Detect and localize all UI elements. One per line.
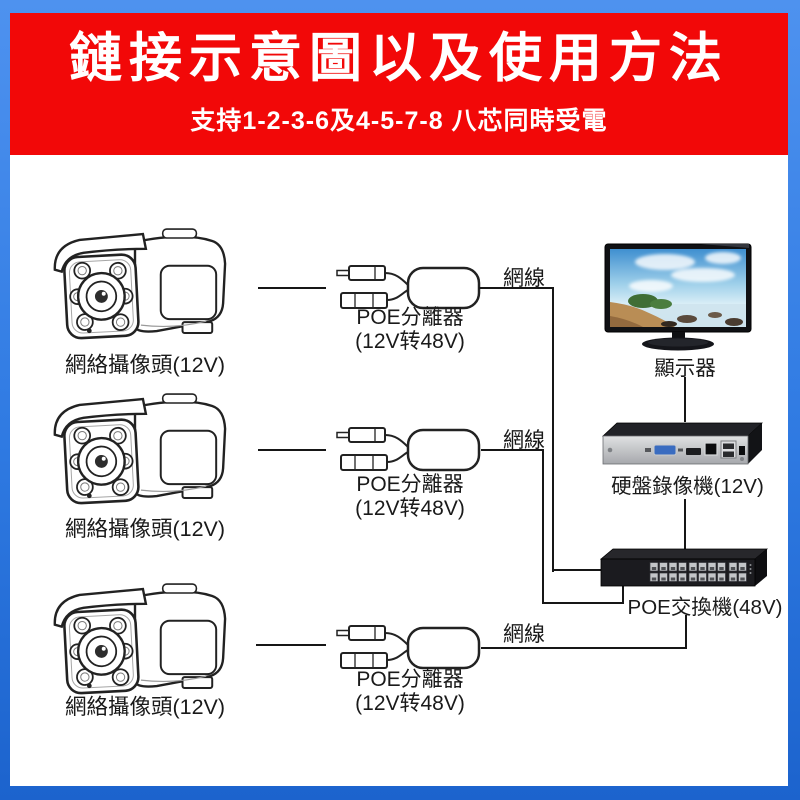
- splitter-spec-label: (12V转48V): [355, 692, 465, 715]
- cable-line: [481, 449, 544, 451]
- poe-splitter-icon: [336, 625, 481, 670]
- poe-splitter-icon: [336, 427, 481, 472]
- cable-line: [684, 377, 686, 422]
- bullet-camera-icon: [53, 583, 227, 695]
- page-subtitle: 支持1-2-3-6及4-5-7-8 八芯同時受電: [190, 106, 608, 135]
- splitter-spec-label: (12V转48V): [355, 330, 465, 353]
- header-banner: 鏈接示意圖以及使用方法 支持1-2-3-6及4-5-7-8 八芯同時受電: [10, 13, 788, 155]
- monitor-label: 顯示器: [654, 357, 716, 380]
- camera-label: 網絡攝像頭(12V): [64, 353, 226, 377]
- splitter-label: POE分離器: [356, 306, 464, 329]
- camera-label: 網絡攝像頭(12V): [64, 517, 226, 541]
- camera-label: 網絡攝像頭(12V): [64, 695, 226, 719]
- nvr-icon: [601, 422, 764, 465]
- cable-label: 網線: [503, 623, 545, 646]
- cable-line: [552, 569, 602, 571]
- cable-line: [542, 602, 624, 604]
- bullet-camera-icon: [53, 393, 227, 505]
- cable-line: [542, 449, 544, 604]
- cable-line: [258, 287, 326, 289]
- cable-line: [684, 499, 686, 551]
- poe-switch-icon: [599, 548, 769, 587]
- cable-line: [256, 644, 326, 646]
- cable-line: [622, 585, 624, 604]
- splitter-label: POE分離器: [356, 473, 464, 496]
- cable-line: [685, 615, 687, 649]
- cable-line: [258, 449, 326, 451]
- bullet-camera-icon: [53, 228, 227, 340]
- monitor-icon: [604, 243, 752, 351]
- switch-label: POE交換機(48V): [627, 596, 783, 619]
- splitter-spec-label: (12V转48V): [355, 497, 465, 520]
- cable-label: 網線: [503, 429, 545, 452]
- splitter-label: POE分離器: [356, 668, 464, 691]
- cable-line: [479, 287, 554, 289]
- cable-line: [481, 647, 687, 649]
- cable-label: 網線: [503, 267, 545, 290]
- cable-line: [552, 287, 554, 572]
- page-title: 鏈接示意圖以及使用方法: [69, 28, 729, 88]
- nvr-label: 硬盤錄像機(12V): [611, 475, 764, 498]
